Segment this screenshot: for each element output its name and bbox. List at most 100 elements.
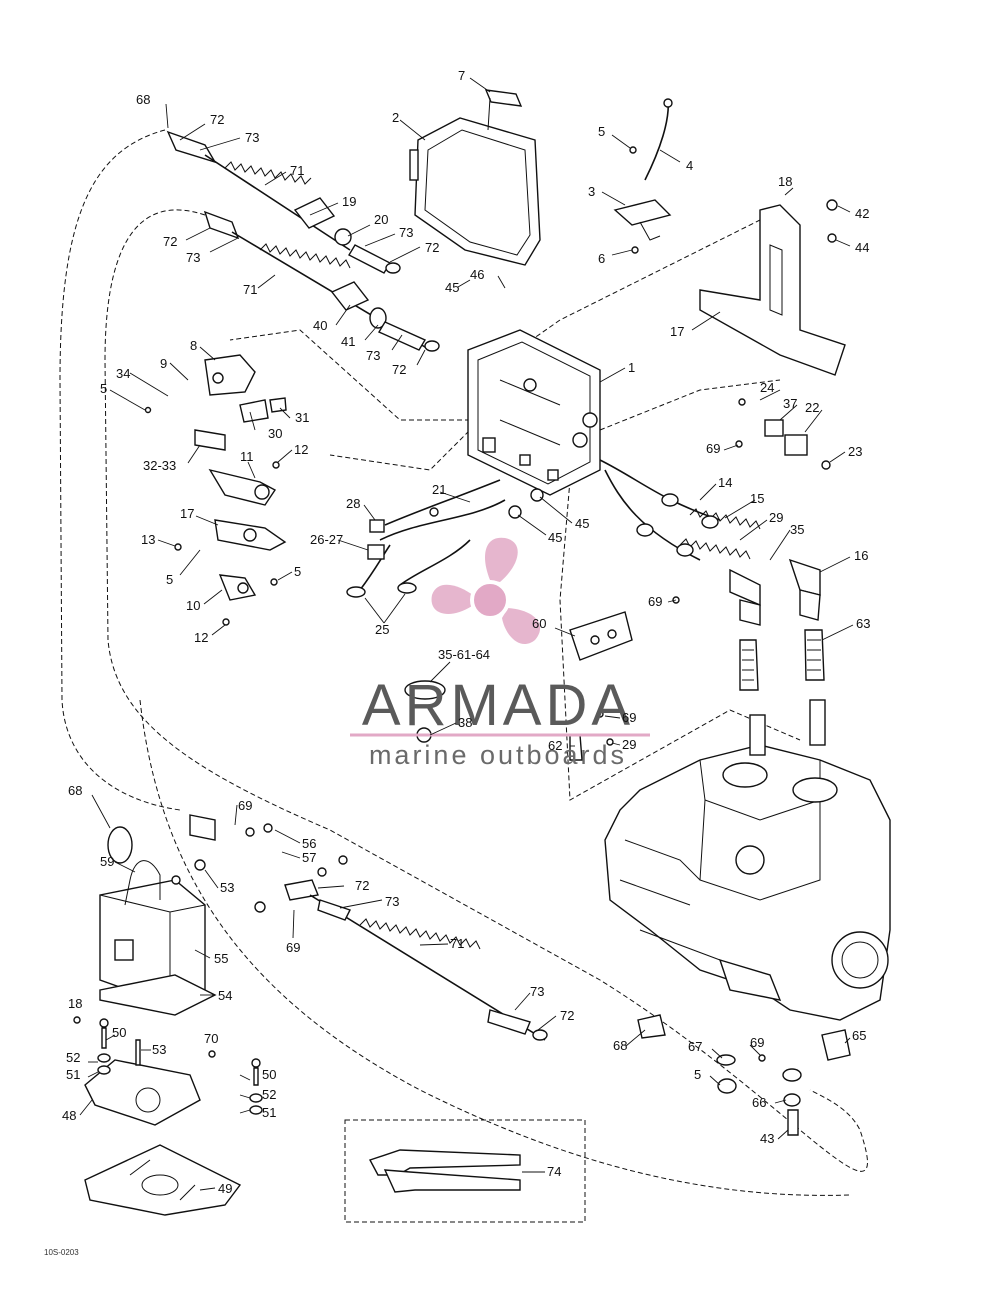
callout-53: 53 [220,880,234,895]
callout-5-d: 5 [294,564,301,579]
callout-40: 40 [313,318,327,333]
callout-6: 6 [598,251,605,266]
callout-69-e: 69 [286,940,300,955]
callout-48: 48 [62,1108,76,1123]
callout-17-b: 17 [180,506,194,521]
callout-7: 7 [458,68,465,83]
callout-72: 72 [210,112,224,127]
callout-68-c: 68 [613,1038,627,1053]
tray-hardware [73,1016,263,1115]
callout-51-b: 51 [262,1105,276,1120]
callout-23: 23 [848,444,862,459]
callout-56: 56 [302,836,316,851]
callout-26-27: 26-27 [310,532,343,547]
ignition-cable-upper [166,130,401,274]
callout-55: 55 [214,951,228,966]
callout-43: 43 [760,1131,774,1146]
callout-69-c: 69 [622,710,636,725]
callout-50: 50 [112,1025,126,1040]
callout-15: 15 [750,491,764,506]
callout-25: 25 [375,622,389,637]
callout-5: 5 [598,124,605,139]
callout-19: 19 [342,194,356,209]
callout-57: 57 [302,850,316,865]
callout-69-b: 69 [648,594,662,609]
callout-68: 68 [136,92,150,107]
callout-30: 30 [268,426,282,441]
callout-73-c: 73 [186,250,200,265]
callout-69-d: 69 [238,798,252,813]
callout-12-b: 12 [194,630,208,645]
callout-10: 10 [186,598,200,613]
callout-66: 66 [752,1095,766,1110]
callout-72-d: 72 [392,362,406,377]
callout-32-33: 32-33 [143,458,176,473]
callout-14: 14 [718,475,732,490]
callout-69-f: 69 [750,1035,764,1050]
spark-plugs [739,629,825,691]
callout-44: 44 [855,240,869,255]
callout-72-b: 72 [425,240,439,255]
callout-63: 63 [856,616,870,631]
callout-62: 62 [548,738,562,753]
wiring-harness [346,479,544,598]
callout-21: 21 [432,482,446,497]
ground-wire-bracket [613,98,673,254]
callout-52: 52 [66,1050,80,1065]
callout-9: 9 [160,356,167,371]
callout-73: 73 [245,130,259,145]
callout-45-b: 45 [575,516,589,531]
callout-74: 74 [547,1164,561,1179]
bottom-right-hardware [637,1014,851,1136]
sensor-parts [404,611,633,761]
callout-59: 59 [100,854,114,869]
callout-37: 37 [783,396,797,411]
callout-16: 16 [854,548,868,563]
callout-41: 41 [341,334,355,349]
watermark-tagline: marine outboards [369,740,627,770]
callout-24: 24 [760,380,774,395]
callout-29-b: 29 [622,737,636,752]
callout-60: 60 [532,616,546,631]
callout-20: 20 [374,212,388,227]
spark-plug-harness [599,398,831,626]
ignition-cable-lower [203,210,440,352]
callout-42: 42 [855,206,869,221]
callout-73-f: 73 [530,984,544,999]
callout-49: 49 [218,1181,232,1196]
callout-5-c: 5 [166,572,173,587]
callout-65: 65 [852,1028,866,1043]
watermark-brand: ARMADA [362,673,634,738]
callout-2: 2 [392,110,399,125]
callout-labels: 68 72 73 71 19 20 73 72 72 73 71 40 41 7… [44,68,870,1257]
callout-29: 29 [769,510,783,525]
electrical-box [467,329,601,496]
callout-72-e: 72 [355,878,369,893]
callout-22: 22 [805,400,819,415]
callout-18: 18 [778,174,792,189]
support-bracket [699,199,846,376]
callout-17: 17 [670,324,684,339]
callout-3: 3 [588,184,595,199]
callout-18-b: 18 [68,996,82,1011]
callout-72-c: 72 [163,234,177,249]
callout-54: 54 [218,988,232,1003]
crimping-tool-inset [344,1119,586,1223]
callout-73-d: 73 [366,348,380,363]
callout-12: 12 [294,442,308,457]
callout-45: 45 [445,280,459,295]
callout-50-b: 50 [262,1067,276,1082]
diagram-code: 10S-0203 [44,1248,79,1257]
engine-block [604,699,891,1021]
callout-69: 69 [706,441,720,456]
box-cover [409,89,541,266]
callout-13: 13 [141,532,155,547]
callout-5-b: 5 [100,381,107,396]
callout-35: 35 [790,522,804,537]
callout-38: 38 [458,715,472,730]
callout-4: 4 [686,158,693,173]
callout-73-b: 73 [399,225,413,240]
callout-67: 67 [688,1039,702,1054]
callout-71-c: 71 [450,936,464,951]
solenoid-parts [144,354,287,626]
